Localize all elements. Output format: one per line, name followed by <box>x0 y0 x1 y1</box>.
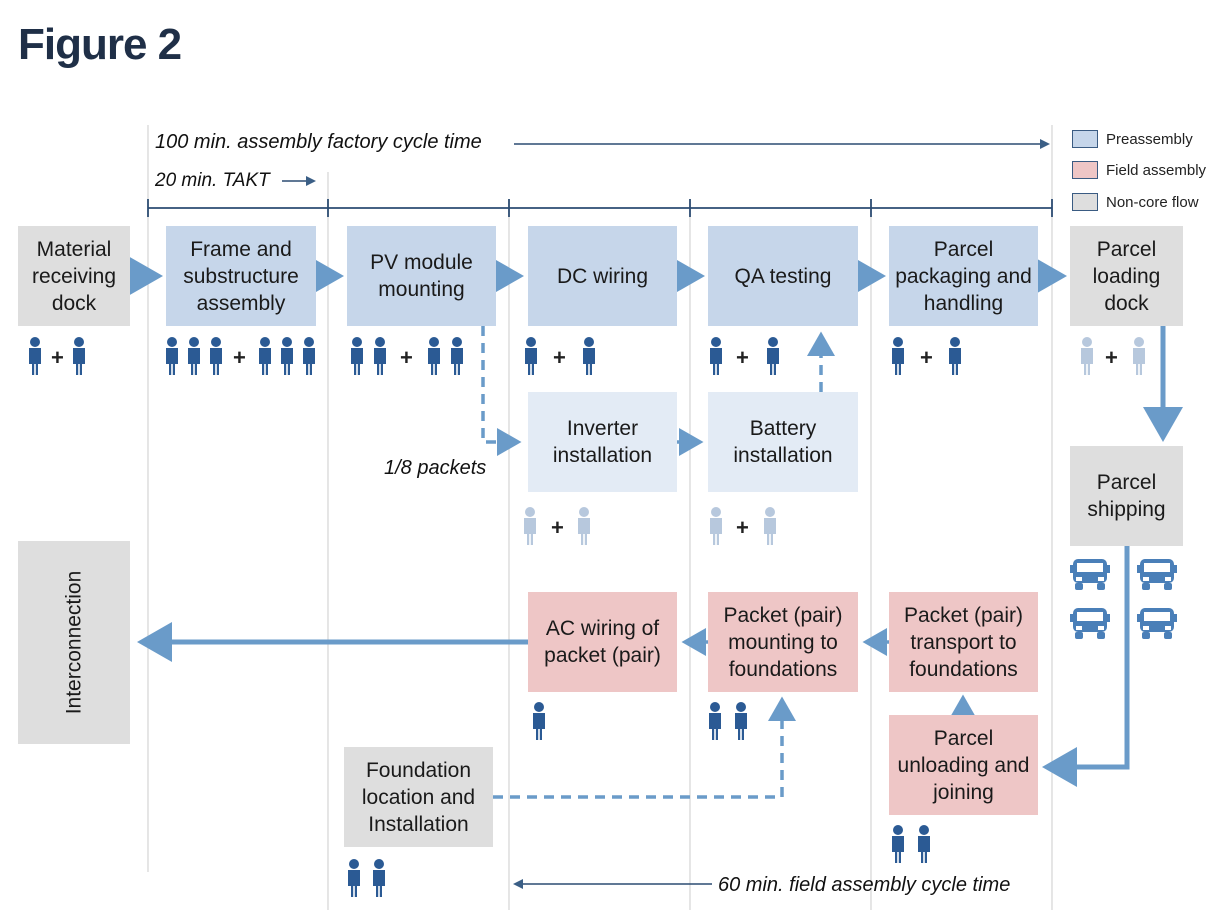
legend-label-field: Field assembly <box>1106 161 1207 179</box>
box-packet-mounting: Packet (pair) mounting to foundations <box>708 592 858 692</box>
legend-swatch-field <box>1072 161 1098 179</box>
worker-icon <box>918 825 930 863</box>
plus-sign: + <box>551 515 564 540</box>
worker-icon <box>1081 337 1093 375</box>
box-parcel-packaging: Parcel packaging and handling <box>889 226 1038 326</box>
worker-icon <box>210 337 222 375</box>
plus-sign: + <box>400 345 413 370</box>
figure-title: Figure 2 <box>18 20 182 69</box>
box-inverter: Inverter installation <box>528 392 677 492</box>
worker-icon <box>166 337 178 375</box>
box-dc-wiring: DC wiring <box>528 226 677 326</box>
legend-field: Field assembly <box>1072 161 1206 179</box>
plus-sign: + <box>1105 345 1118 370</box>
worker-icon <box>583 337 595 375</box>
truck-icons <box>1070 559 1177 639</box>
takt-bracket <box>147 199 1053 217</box>
flow-arrows-thin <box>677 428 977 719</box>
worker-icon <box>348 859 360 897</box>
worker-icon <box>29 337 41 375</box>
worker-icon <box>949 337 961 375</box>
worker-icon <box>764 507 776 545</box>
worker-icon <box>451 337 463 375</box>
box-parcel-loading: Parcel loading dock <box>1070 226 1183 326</box>
worker-icon <box>374 337 386 375</box>
box-qa-testing: QA testing <box>708 226 858 326</box>
worker-icon <box>533 702 545 740</box>
box-parcel-shipping: Parcel shipping <box>1070 446 1183 546</box>
legend-swatch-noncore <box>1072 193 1098 211</box>
dashed-arrows <box>481 326 835 799</box>
worker-icon <box>73 337 85 375</box>
worker-icon <box>1133 337 1145 375</box>
box-parcel-unloading: Parcel unloading and joining <box>889 715 1038 815</box>
plus-sign: + <box>553 345 566 370</box>
worker-icon <box>524 507 536 545</box>
worker-icon <box>188 337 200 375</box>
box-battery: Battery installation <box>708 392 858 492</box>
truck-icon <box>1070 608 1110 639</box>
plus-sign: + <box>736 345 749 370</box>
worker-icon <box>351 337 363 375</box>
box-pv-module: PV module mounting <box>347 226 496 326</box>
flow-arrows <box>128 256 1183 787</box>
arrow-pv-to-inverter <box>481 326 522 456</box>
legend-preassembly: Preassembly <box>1072 130 1193 148</box>
legend-label-preassembly: Preassembly <box>1106 130 1193 148</box>
worker-icon <box>892 337 904 375</box>
worker-icon <box>735 702 747 740</box>
factory-cycle-note: 100 min. assembly factory cycle time <box>155 131 482 153</box>
worker-icon <box>281 337 293 375</box>
truck-icon <box>1070 559 1110 590</box>
plus-sign: + <box>233 345 246 370</box>
plus-sign: + <box>920 345 933 370</box>
worker-icon <box>525 337 537 375</box>
interconnection-label: Interconnection <box>62 570 86 715</box>
worker-icon <box>373 859 385 897</box>
box-frame-substructure: Frame and substructure assembly <box>166 226 316 326</box>
arrow-shipping-to-unloading <box>1042 546 1130 787</box>
box-interconnection: Interconnection <box>18 541 130 744</box>
worker-icon <box>259 337 271 375</box>
packets-note: 1/8 packets <box>384 457 487 479</box>
legend-noncore: Non-core flow <box>1072 193 1199 211</box>
worker-icon <box>710 337 722 375</box>
worker-icon <box>709 702 721 740</box>
plus-sign: + <box>51 345 64 370</box>
field-cycle-note: 60 min. field assembly cycle time <box>718 874 1011 896</box>
truck-icon <box>1137 559 1177 590</box>
worker-icon <box>578 507 590 545</box>
legend-label-noncore: Non-core flow <box>1106 193 1199 211</box>
box-material-receiving: Material receiving dock <box>18 226 130 326</box>
worker-icon <box>767 337 779 375</box>
box-packet-transport: Packet (pair) transport to foundations <box>889 592 1038 692</box>
worker-icon <box>428 337 440 375</box>
worker-icon <box>710 507 722 545</box>
takt-note: 20 min. TAKT <box>155 170 270 191</box>
worker-icon <box>303 337 315 375</box>
worker-icon <box>892 825 904 863</box>
truck-icon <box>1137 608 1177 639</box>
box-ac-wiring: AC wiring of packet (pair) <box>528 592 677 692</box>
arrow-foundation-to-mounting <box>493 696 796 799</box>
plus-sign: + <box>736 515 749 540</box>
legend-swatch-preassembly <box>1072 130 1098 148</box>
box-foundation: Foundation location and Installation <box>344 747 493 847</box>
